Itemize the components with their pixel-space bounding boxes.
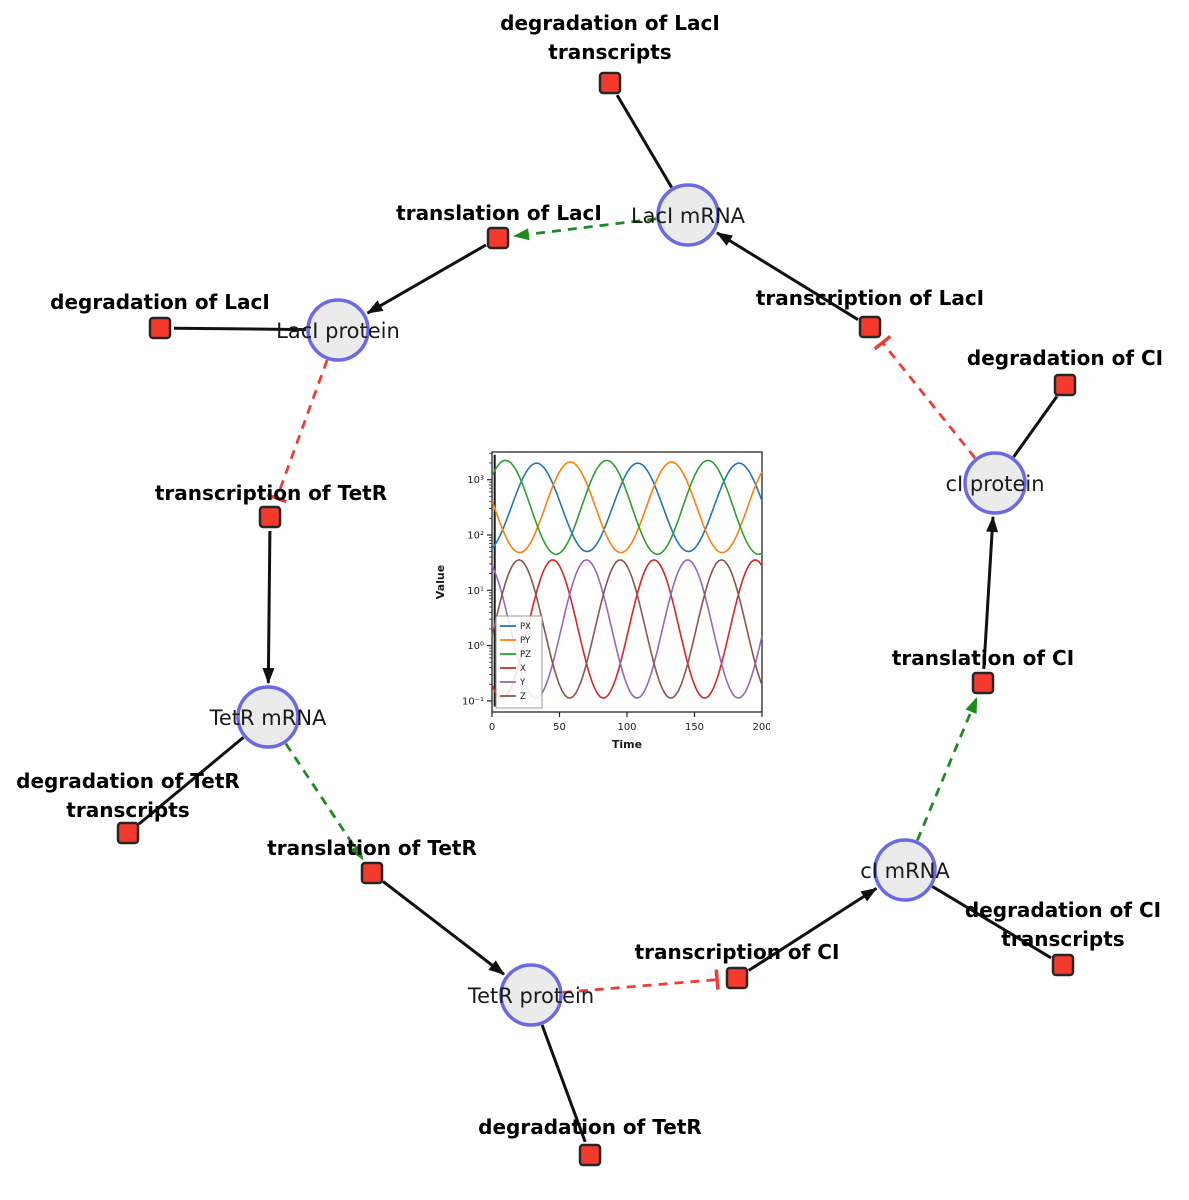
- y-tick-label: 10⁻¹: [462, 696, 484, 707]
- edge-consumption-ci-mrna-deg-ci-tx: [931, 885, 1052, 960]
- species-node-laci-protein[interactable]: [306, 298, 370, 362]
- reaction-label-tx-tetr: transcription of TetR: [155, 481, 387, 505]
- reaction-node-deg-tetr-tx[interactable]: [116, 821, 140, 845]
- reaction-label-tx-laci: transcription of LacI: [756, 286, 984, 310]
- chart-series-PY: [491, 461, 763, 554]
- species-label-tetr-protein: TetR protein: [467, 984, 594, 1008]
- edge-consumption-tetr-mrna-deg-tetr-tx: [137, 736, 245, 826]
- y-tick-label: 10³: [467, 475, 484, 486]
- edge-consumption-tetr-protein-deg-tetr: [540, 1024, 587, 1143]
- reaction-label-deg-tetr: degradation of TetR: [478, 1115, 702, 1139]
- species-node-ci-mrna[interactable]: [873, 838, 937, 902]
- reaction-node-transl-ci[interactable]: [971, 671, 995, 695]
- chart-series-PX: [491, 462, 763, 553]
- y-tick-label: 10²: [467, 531, 484, 542]
- reaction-node-deg-laci-tx[interactable]: [598, 71, 622, 95]
- chart-series-X: [491, 559, 763, 699]
- legend-label-PZ: PZ: [520, 650, 531, 660]
- edge-production-transl-laci-laci-protein: [366, 243, 487, 315]
- reaction-label-deg-laci: degradation of LacI: [50, 290, 270, 314]
- species-label-laci-protein: LacI protein: [276, 319, 400, 343]
- chart-series-Z: [491, 559, 763, 699]
- edge-catalysis-ci-mrna-transl-ci: [916, 696, 979, 842]
- species-label-tetr-mrna: TetR mRNA: [209, 706, 327, 730]
- reaction-node-deg-ci[interactable]: [1053, 373, 1077, 397]
- species-node-laci-mrna[interactable]: [656, 183, 720, 247]
- edge-production-transl-tetr-tetr-protein: [382, 880, 505, 976]
- chart-x-axis-label: Time: [612, 738, 642, 751]
- chart-legend: [495, 615, 543, 709]
- x-tick-label: 50: [553, 722, 566, 733]
- reaction-label-transl-ci: translation of CI: [892, 646, 1074, 670]
- x-tick-label: 0: [489, 722, 495, 733]
- species-node-tetr-mrna[interactable]: [236, 685, 300, 749]
- reaction-node-tx-tetr[interactable]: [258, 505, 282, 529]
- reaction-label-transl-laci: translation of LacI: [396, 201, 602, 225]
- species-label-ci-protein: cI protein: [945, 472, 1044, 496]
- edge-production-transl-ci-ci-protein: [982, 515, 999, 670]
- edge-inhibition-ci-protein-tx-laci: [873, 334, 977, 459]
- reaction-node-tx-laci[interactable]: [858, 315, 882, 339]
- reaction-node-deg-laci[interactable]: [148, 316, 172, 340]
- reaction-label-tx-ci: transcription of CI: [635, 940, 840, 964]
- edge-consumption-laci-protein-deg-laci: [173, 326, 307, 332]
- species-label-laci-mrna: LacI mRNA: [631, 204, 746, 228]
- reaction-node-transl-laci[interactable]: [486, 226, 510, 250]
- legend-label-Y: Y: [519, 678, 526, 688]
- edge-catalysis-laci-mrna-transl-laci: [512, 217, 657, 241]
- legend-label-PY: PY: [520, 636, 531, 646]
- reaction-label-deg-ci: degradation of CI: [967, 346, 1163, 370]
- chart-y-axis-label: Value: [434, 565, 447, 599]
- edge-production-tx-laci-laci-mrna: [716, 231, 859, 321]
- reaction-node-tx-ci[interactable]: [725, 966, 749, 990]
- chart-series-PZ: [491, 459, 763, 556]
- edge-inhibition-tetr-protein-tx-ci: [562, 969, 720, 994]
- edge-production-tx-tetr-tetr-mrna: [262, 530, 275, 684]
- legend-label-PX: PX: [520, 622, 531, 632]
- edge-inhibition-laci-protein-tx-tetr: [266, 359, 329, 504]
- y-tick-label: 10⁰: [467, 641, 484, 652]
- y-tick-label: 10¹: [467, 586, 484, 597]
- reaction-label-transl-tetr: translation of TetR: [267, 836, 477, 860]
- edge-consumption-laci-mrna-deg-laci-tx: [615, 94, 673, 189]
- reaction-node-deg-tetr[interactable]: [578, 1143, 602, 1167]
- species-label-ci-mrna: cI mRNA: [860, 859, 950, 883]
- legend-label-X: X: [520, 664, 526, 674]
- species-node-ci-protein[interactable]: [963, 451, 1027, 515]
- edge-production-tx-ci-ci-mrna: [747, 887, 878, 972]
- edge-catalysis-tetr-mrna-transl-tetr: [284, 742, 365, 861]
- reaction-node-transl-tetr[interactable]: [360, 861, 384, 885]
- edges-layer: [137, 94, 1059, 1143]
- x-tick-label: 200: [752, 722, 770, 733]
- edge-consumption-ci-protein-deg-ci: [1012, 395, 1059, 458]
- x-tick-label: 150: [685, 722, 704, 733]
- reaction-node-deg-ci-tx[interactable]: [1051, 953, 1075, 977]
- legend-label-Z: Z: [520, 692, 526, 702]
- x-tick-label: 100: [617, 722, 636, 733]
- species-node-tetr-protein[interactable]: [499, 963, 563, 1027]
